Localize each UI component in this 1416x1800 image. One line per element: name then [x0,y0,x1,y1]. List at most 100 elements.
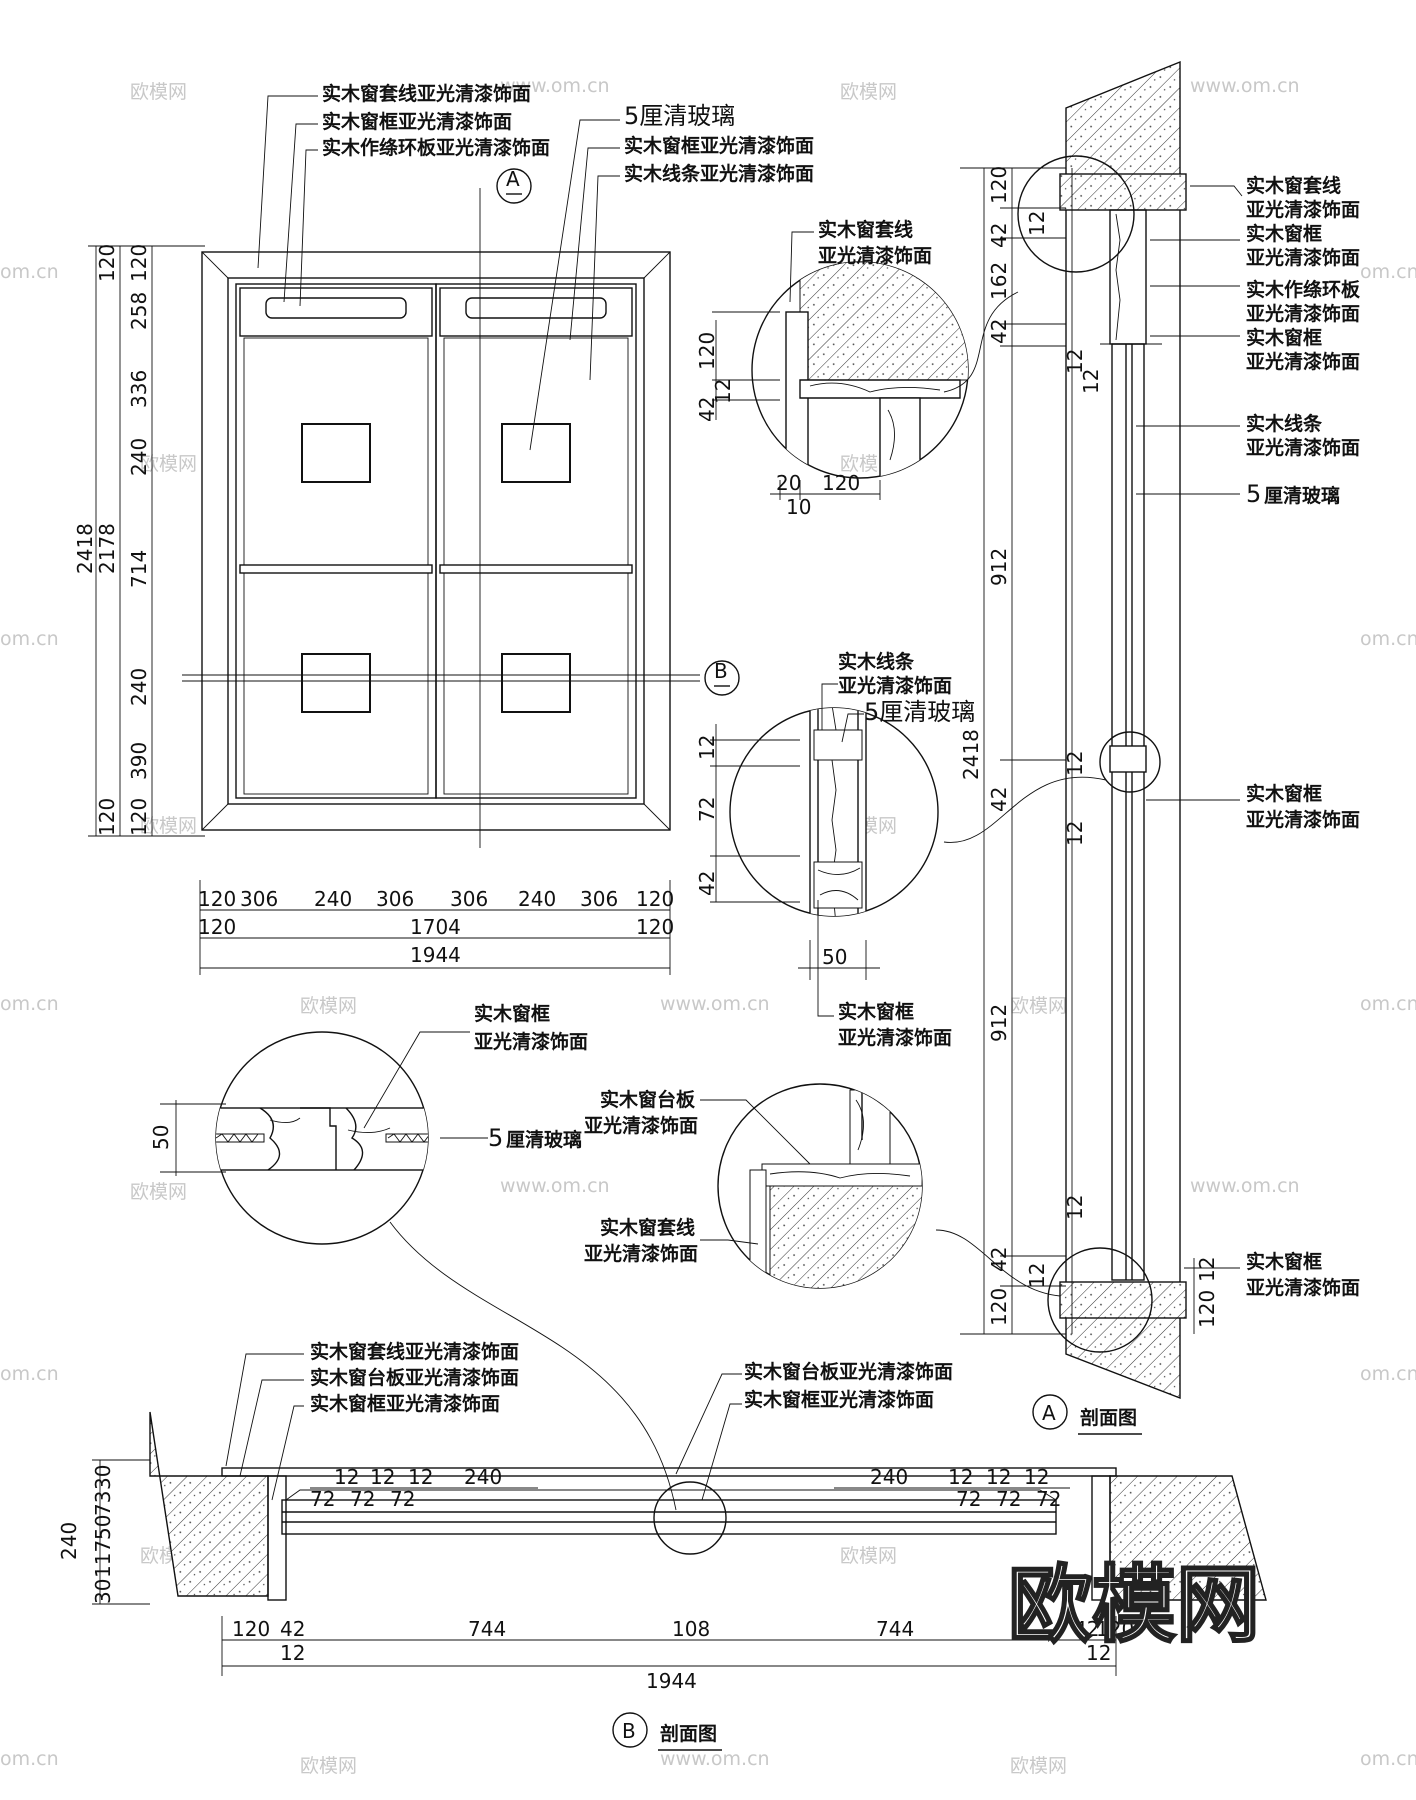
section-b: 120 42 744 108 744 42 120 12 12 1944 12 … [57,1340,1267,1751]
dim: 120 [1195,1290,1219,1328]
right-sash [435,283,637,799]
casing-inner [227,277,645,805]
dim: 12 [1025,211,1049,236]
dim: 240 [870,1465,908,1489]
dim: 12 [1025,1263,1049,1288]
section-b-marker [704,660,740,696]
label-matte: 亚光清漆饰面 [1246,246,1360,269]
watermark-brand: 欧模网 [130,1181,187,1203]
label-glass-text: 厘清玻璃 [506,1128,582,1151]
watermark-site: www.om.cn [500,1175,610,1197]
brand-logo: 欧模网 [1008,1556,1260,1654]
dim: 12 [986,1465,1011,1489]
dim: 12 [1063,821,1087,846]
watermark-brand: 欧模网 [140,453,197,475]
section-a-marker [496,168,532,204]
label-glass-num: 5 [488,1124,503,1152]
dim: 744 [468,1617,506,1641]
dim: 50 [822,945,847,969]
dim: 2418 [959,729,983,780]
elevation-vertical-dims: 120 258 336 240 714 240 390 120 120 2178… [73,244,205,837]
dim: 120 [95,798,119,836]
label-matte: 亚光清漆饰面 [1246,198,1360,221]
dim: 42 [1074,1617,1099,1641]
watermark-site: www.om.cn [660,993,770,1015]
label-casing-line: 实木窗套线亚光清漆饰面 [310,1340,519,1363]
detail-4-circle: 实木窗台板 亚光清漆饰面 实木窗套线 亚光清漆饰面 [584,1083,923,1289]
label-matte: 亚光清漆饰面 [474,1030,588,1053]
dim: 12 [711,379,735,404]
watermark-site: www.om.cn [500,75,610,97]
dim: 120 [987,166,1011,204]
dim: 12 [408,1465,433,1489]
label-frame: 实木窗框 [838,1000,914,1023]
watermark-brand: 欧模网 [840,81,897,103]
dim: 240 [314,887,352,911]
dim: 10 [786,495,811,519]
dim: 72 [1036,1487,1061,1511]
dim: 72 [310,1487,335,1511]
dim: 120 [987,1288,1011,1326]
watermark-site: om.cn [1360,628,1416,650]
dim: 108 [672,1617,710,1641]
label-strip: 实木线条 [1246,412,1323,435]
dim: 390 [127,742,151,780]
dim: 714 [127,550,151,588]
label-window-frame: 实木窗框亚光清漆饰面 [744,1388,934,1411]
dim: 50 [149,1125,173,1150]
label-ring-panel: 实木作绦环板 [1246,278,1361,301]
dim: 120 [1096,1617,1134,1641]
dim: 912 [987,548,1011,586]
dim: 240 [518,887,556,911]
dim: 240 [57,1522,81,1560]
label-window-frame: 实木窗框亚光清漆饰面 [310,1392,500,1415]
dim: 2178 [95,523,119,574]
dim: 12 [334,1465,359,1489]
ring-panel-left [265,297,407,319]
label-matte: 亚光清漆饰面 [1246,302,1360,325]
dim: 1944 [646,1669,697,1693]
section-a-letter: A [506,167,520,191]
dim: 30 [91,1579,115,1604]
dim: 240 [127,438,151,476]
dim: 120 [636,915,674,939]
label-matte: 亚光清漆饰面 [818,244,932,267]
dim: 240 [464,1465,502,1489]
label-glass-text: 厘清玻璃 [1264,484,1340,507]
detail-3-circle: 50 实木窗框 亚光清漆饰面 5 厘清玻璃 [149,1002,677,1511]
watermark-brand: 欧模网 [300,995,357,1017]
dim: 336 [127,370,151,408]
label-frame: 实木窗框 [474,1002,550,1025]
watermark-site: om.cn [1360,1748,1416,1770]
dim: 12 [1063,751,1087,776]
section-a-title-marker [1032,1394,1068,1430]
dim: 12 [1079,369,1103,394]
label-glass: 5厘清玻璃 [624,102,735,130]
dim: 72 [996,1487,1021,1511]
dim: 306 [240,887,278,911]
dim: 72 [350,1487,375,1511]
label-casing-line: 实木窗套线亚光清漆饰面 [322,82,531,105]
section-a: 120 42 12 162 42 12 12 912 12 42 12 912 … [935,60,1361,1435]
dim: 744 [876,1617,914,1641]
dim: 306 [580,887,618,911]
label-matte: 亚光清漆饰面 [584,1242,698,1265]
ring-panel-right [465,297,607,319]
watermark-site: www.om.cn [660,1748,770,1770]
watermark-site: om.cn [1360,1363,1416,1385]
label-frame: 实木窗框 [1246,326,1322,349]
dim: 162 [987,262,1011,300]
dim: 73 [91,1491,115,1516]
dim: 12 [1024,1465,1049,1489]
dim: 120 [695,332,719,370]
dim: 117 [91,1540,115,1578]
watermark-site: om.cn [1360,261,1416,283]
dim: 1704 [410,915,461,939]
dim: 72 [956,1487,981,1511]
dim: 120 [198,915,236,939]
dim: 120 [822,471,860,495]
dim: 12 [1086,1641,1111,1665]
label-matte: 亚光清漆饰面 [1246,350,1360,373]
label-sill: 实木窗台板 [600,1088,696,1111]
dim: 12 [695,735,719,760]
